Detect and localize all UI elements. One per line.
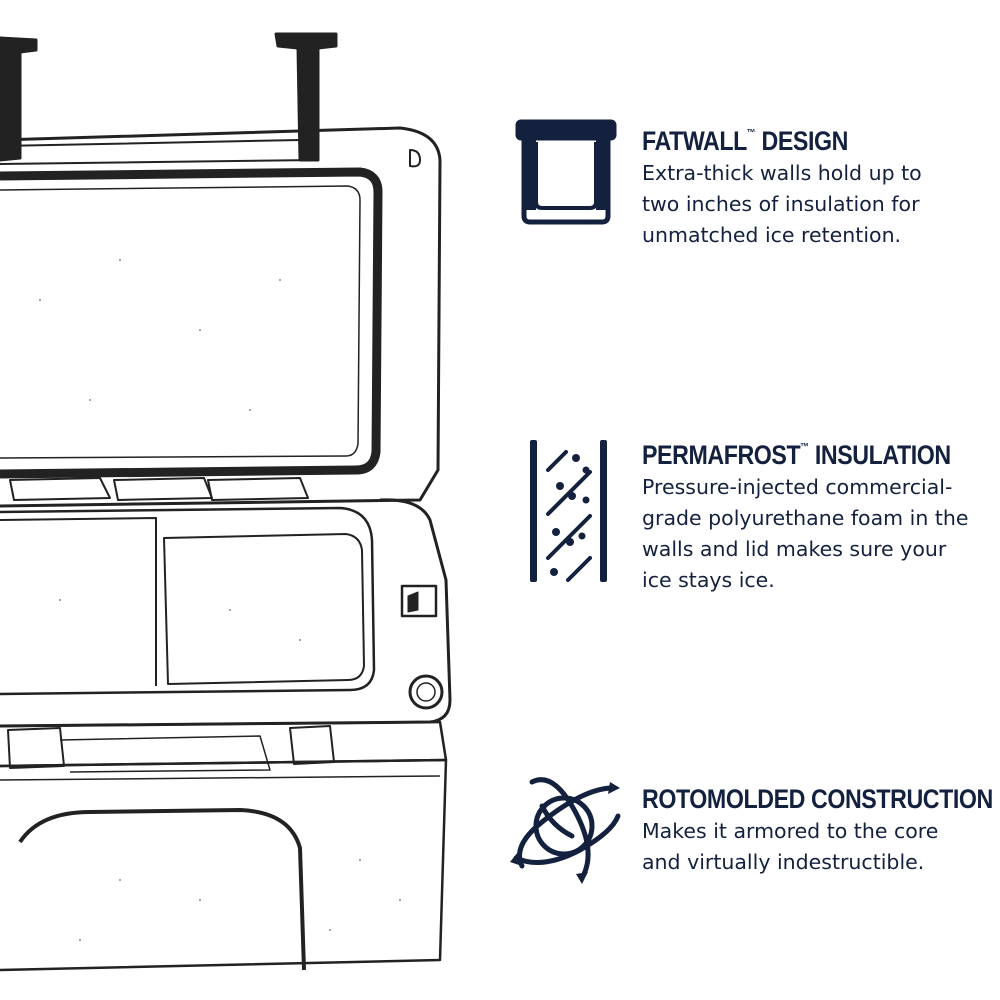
cooler-illustration [0,32,452,972]
feature-description: Pressure-injected commercial- grade poly… [642,475,969,592]
feature-fatwall: FATWALL™ DESIGN Extra-thick walls hold u… [510,118,1000,248]
feature-description: Makes it armored to the core and virtual… [642,819,939,874]
rotomolded-icon [510,777,621,884]
feature-description: Extra-thick walls hold up to two inches … [642,161,922,247]
insulation-icon [530,440,607,582]
feature-title: PERMAFROST™ INSULATION [642,440,951,470]
feature-title: FATWALL™ DESIGN [642,126,848,156]
feature-title: ROTOMOLDED CONSTRUCTION [642,784,993,814]
feature-permafrost: PERMAFROST™ INSULATION Pressure-injected… [510,432,1000,592]
feature-rotomolded: ROTOMOLDED CONSTRUCTION Makes it armored… [510,776,1000,886]
fatwall-icon [515,119,617,225]
